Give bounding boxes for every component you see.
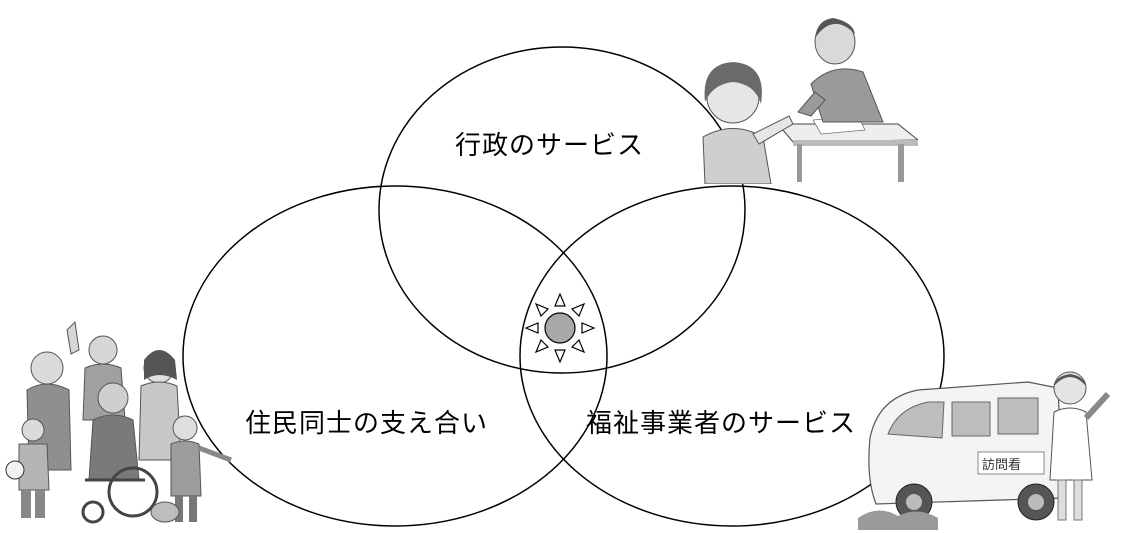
circle-gyosei <box>378 46 746 374</box>
consultation-icon <box>702 18 918 184</box>
sun-icon <box>524 292 596 364</box>
circle-jumin <box>182 185 608 527</box>
visiting-nurse-van-icon: 訪問看 <box>858 371 1111 530</box>
label-gyosei-service: 行政のサービス <box>455 131 645 161</box>
circle-fukushi <box>519 185 945 527</box>
label-fukushi-service: 福祉事業者のサービス <box>586 409 857 439</box>
van-door-text: 訪問看 <box>982 457 1021 473</box>
label-jumin-mutual-support: 住民同士の支え合い <box>245 409 489 439</box>
family-group-icon <box>5 320 232 524</box>
